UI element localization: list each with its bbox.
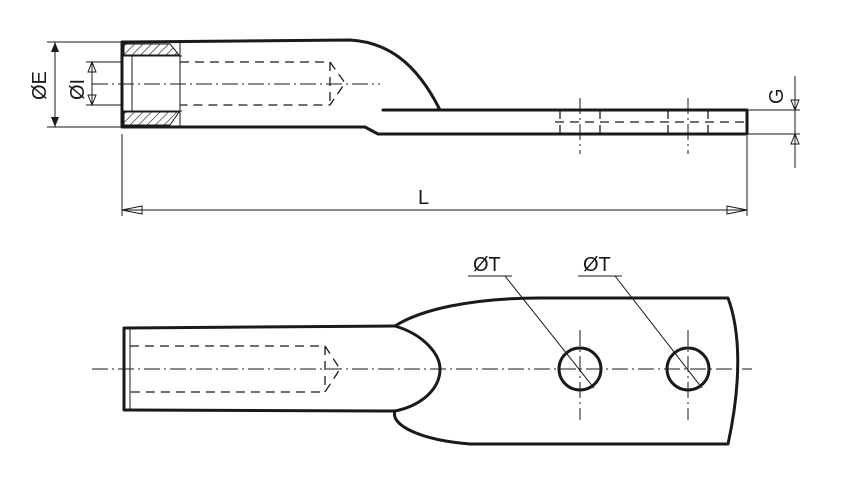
dimension-l-label: L (418, 187, 429, 209)
dimension-g: G (747, 76, 800, 168)
side-view (92, 38, 749, 154)
leader-t-2: ØT (578, 254, 703, 389)
dimension-e: ØE (29, 41, 122, 128)
top-palm-outline (393, 296, 740, 446)
leader-t-1: ØT (468, 254, 595, 389)
side-hole-2 (667, 98, 709, 154)
top-view (92, 296, 752, 446)
dimension-l: L (121, 134, 748, 216)
dimension-i-label: ØI (67, 79, 89, 100)
dimension-e-label: ØE (29, 71, 51, 100)
dimension-i: ØI (67, 60, 122, 107)
side-view-outline (120, 38, 749, 136)
hatch-section-top (123, 43, 181, 56)
leader-t-1-label: ØT (473, 254, 501, 276)
side-hole-1 (559, 98, 601, 154)
hatch-section-bottom (123, 111, 180, 126)
dimension-g-label: G (766, 88, 788, 104)
leader-t-2-label: ØT (583, 254, 611, 276)
